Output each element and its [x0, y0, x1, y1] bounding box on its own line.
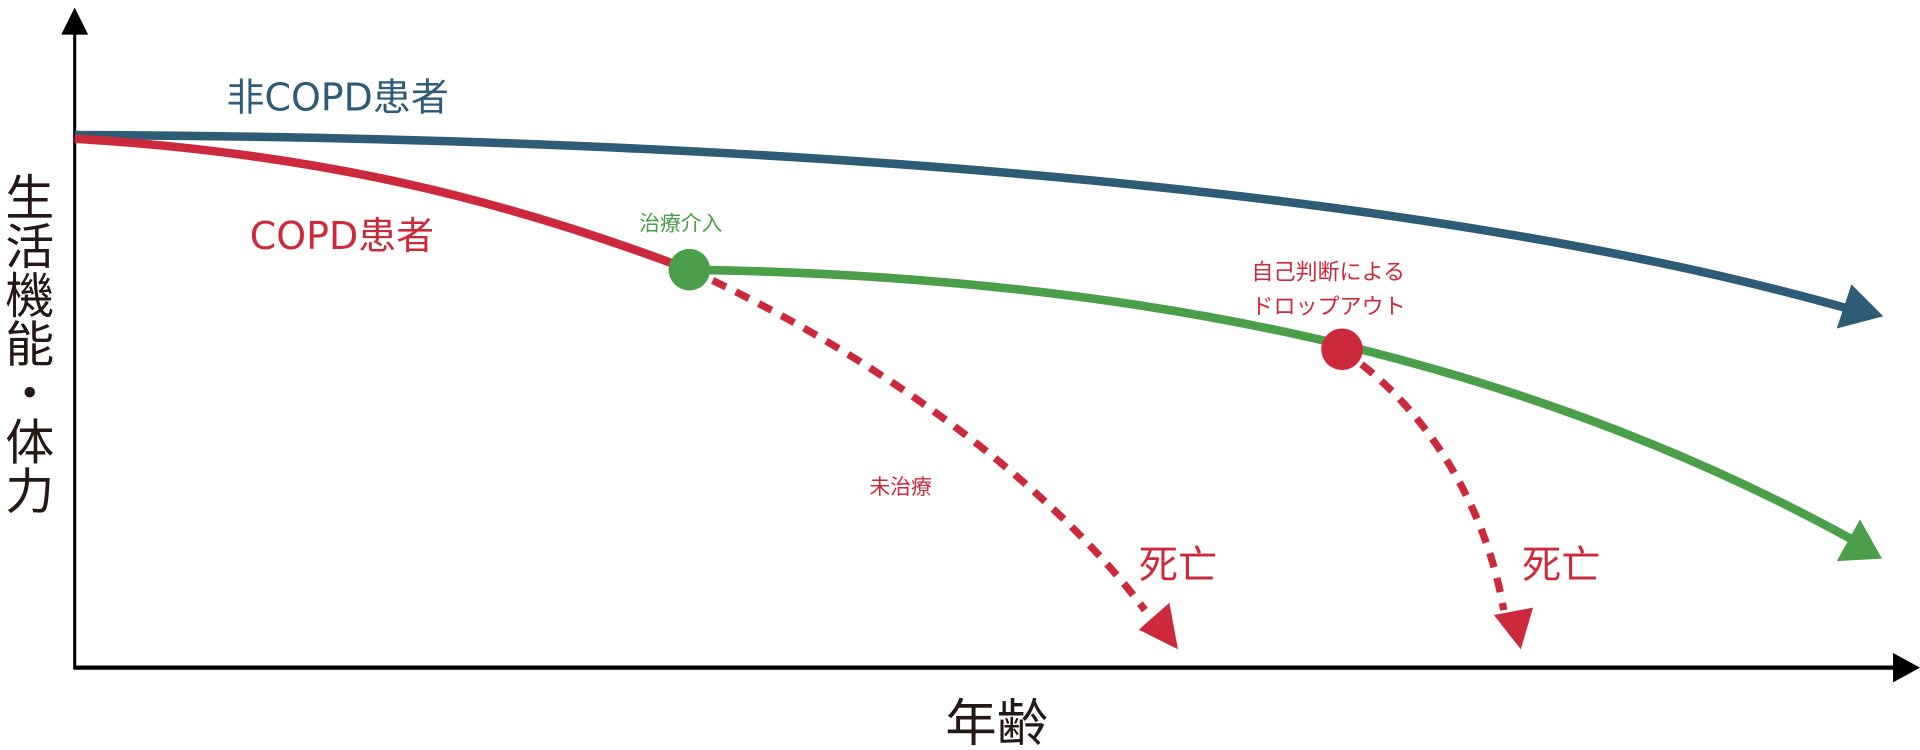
intervention-marker — [668, 248, 711, 291]
x-axis-label: 年齢 — [945, 694, 1048, 750]
untreated-label: 未治療 — [869, 475, 932, 499]
non-copd-label: 非COPD患者 — [227, 76, 449, 120]
treated-arrow-icon — [1836, 519, 1883, 562]
x-axis-arrow-icon — [1893, 652, 1920, 683]
treated-curve — [689, 265, 1854, 543]
non-copd-curve — [74, 130, 1851, 314]
dropout-label-line2: ドロップアウト — [1251, 295, 1405, 320]
y-axis-arrow-icon — [61, 7, 89, 35]
intervention-label: 治療介入 — [639, 212, 722, 236]
untreated-arrow-icon — [1138, 602, 1178, 650]
dropout-arrow-icon — [1493, 607, 1534, 650]
non-copd-arrow-icon — [1836, 284, 1884, 329]
dropout-marker — [1321, 328, 1363, 371]
y-axis-label: 生活機能・体力 — [0, 172, 54, 515]
death-label-1: 死亡 — [1139, 543, 1217, 588]
untreated-curve — [687, 266, 1148, 613]
dropout-label-line1: 自己判断による — [1251, 260, 1405, 285]
death-label-2: 死亡 — [1522, 543, 1600, 588]
copd-label: COPD患者 — [250, 214, 434, 258]
copd-curve — [74, 134, 691, 274]
dropout-curve — [1338, 346, 1508, 611]
